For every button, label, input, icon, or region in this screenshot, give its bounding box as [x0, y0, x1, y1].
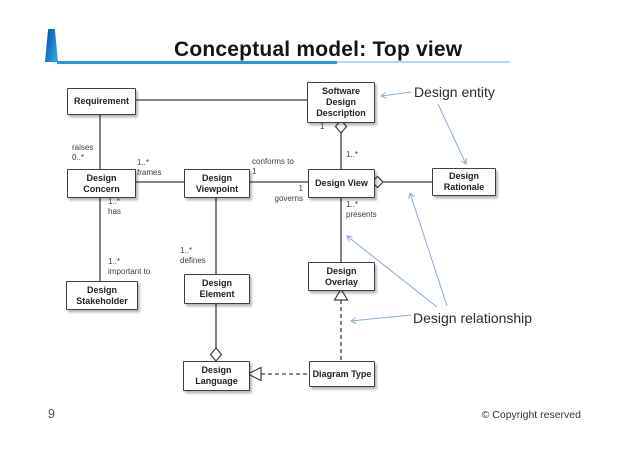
generalization-triangle-overlay [333, 287, 349, 301]
edge-label-conforms-to: conforms to 1 [252, 157, 294, 177]
aggregation-diamond-language [209, 347, 223, 362]
node-diagram-type: Diagram Type [309, 361, 375, 387]
callout-arrow-entity-rationale [437, 103, 468, 165]
edge-label-view-multiplicity: 1..* [346, 150, 359, 159]
edge-label-has: 1..* has [108, 197, 121, 217]
edge-label-governs: 1 governs [274, 184, 303, 204]
edge-label-frames: 1..* frames [137, 158, 162, 178]
page-title: Conceptual model: Top view [174, 38, 463, 61]
copyright-notice: © Copyright reserved [481, 409, 581, 421]
node-design-overlay: Design Overlay [308, 262, 375, 291]
generalization-triangle-language [246, 366, 262, 382]
callout-arrow-relationship-overlay-line [346, 235, 438, 308]
node-design-view: Design View [308, 169, 375, 198]
callout-arrow-relationship-rationale-line [408, 192, 448, 307]
node-design-stakeholder: Design Stakeholder [66, 281, 138, 310]
callout-arrow-entity-sdd [380, 91, 412, 99]
edge-label-defines: 1..* defines [180, 246, 206, 266]
callout-arrow-relationship-dashed-line [350, 314, 412, 324]
annotation-design-relationship: Design relationship [413, 310, 533, 326]
aggregation-diamond-sdd [334, 119, 348, 134]
edge-label-sdd-multiplicity: 1 [320, 122, 325, 131]
node-design-rationale: Design Rationale [432, 168, 496, 196]
node-design-language: Design Language [183, 361, 250, 391]
edge-label-presents: 1..* presents [346, 200, 377, 220]
node-design-concern: Design Concern [67, 169, 136, 198]
title-underline [57, 61, 337, 64]
node-requirement: Requirement [67, 88, 136, 115]
edge-label-important-to: 1..* important to [108, 257, 151, 277]
node-design-viewpoint: Design Viewpoint [184, 169, 250, 198]
page-number: 9 [48, 407, 55, 421]
node-software-design-description: Software Design Description [307, 82, 375, 123]
node-design-element: Design Element [184, 274, 250, 304]
title-underline-light [337, 61, 510, 63]
slide-accent-bar [45, 29, 58, 62]
edge-label-raises: raises 0..* [72, 143, 94, 163]
annotation-design-entity: Design entity [414, 84, 495, 100]
